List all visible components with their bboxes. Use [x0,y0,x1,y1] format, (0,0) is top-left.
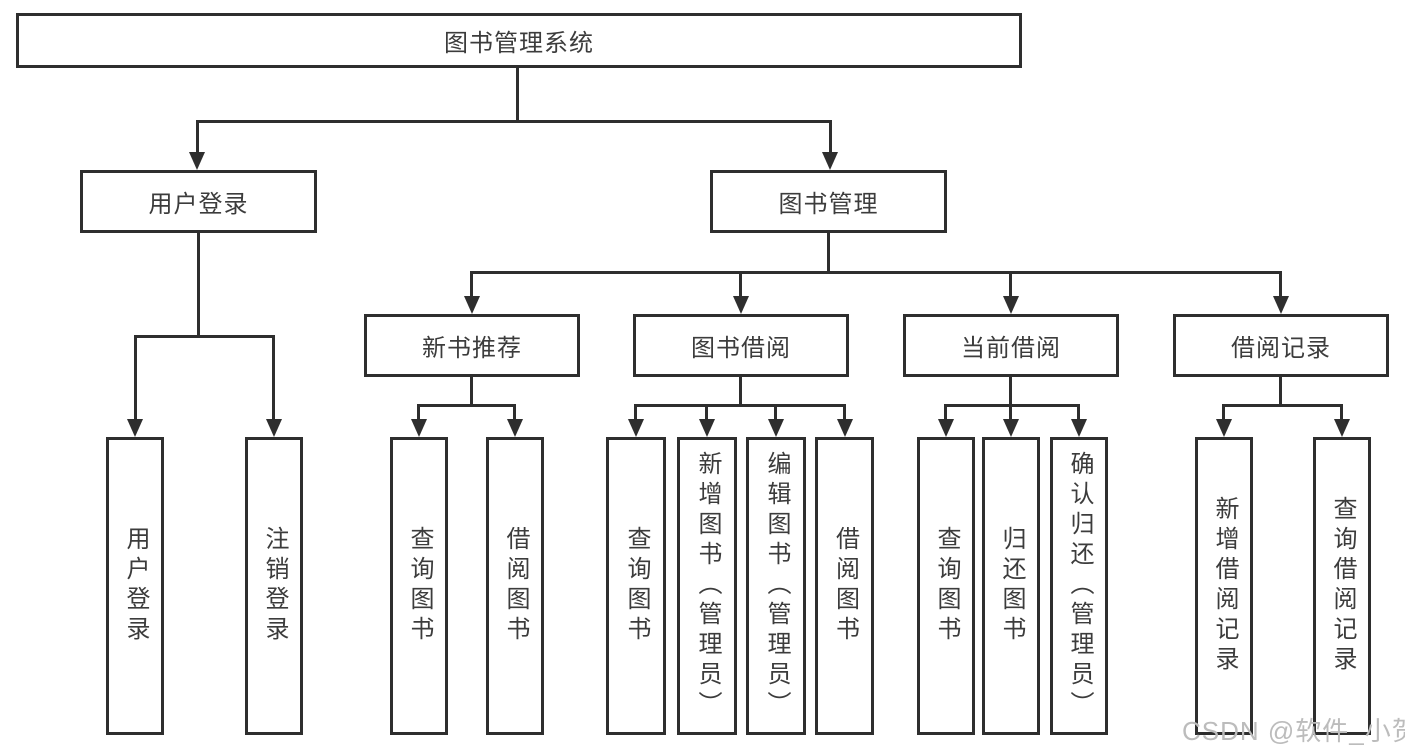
node-label: 新书推荐 [422,335,522,362]
arrowhead [507,419,523,437]
connector-recommend-crossbar [417,404,515,407]
leaf-borrow-books-borrow: 借阅图书 [815,437,874,735]
leaf-confirm-return-admin: 确认归还（管理员） [1050,437,1108,735]
connector-drop-recommend [470,271,473,299]
connector-login-crossbar [134,335,275,338]
node-label: 图书管理 [778,191,879,218]
leaf-query-books-recommend: 查询图书 [390,437,448,735]
connector-drop [634,404,637,421]
arrowhead [628,419,644,437]
connector-current-crossbar [945,404,1080,407]
connector-root-crossbar [196,120,832,123]
connector-drop [417,404,420,421]
connector-drop-borrow [739,271,742,299]
connector-drop-records [1279,271,1282,299]
connector-drop [944,404,947,421]
leaf-query-books-current: 查询图书 [917,437,975,735]
connector-records-crossbar [1222,404,1342,407]
arrowhead-book-mgmt [822,152,838,170]
connector-mgmt-crossbar [470,271,1282,274]
connector-drop [1077,404,1080,421]
connector-mgmt-stem [827,233,830,273]
node-book-management-branch: 图书管理 [710,170,947,233]
connector-records-stem [1279,377,1282,406]
arrowhead-leaf-login [127,419,143,437]
connector-drop-book-mgmt [829,120,832,154]
connector-drop [1009,404,1012,421]
arrowhead-borrow [733,296,749,314]
leaf-label: 编辑图书（管理员） [763,451,790,721]
arrowhead-user-login [189,152,205,170]
leaf-label: 注销登录 [261,526,288,646]
leaf-label: 查询借阅记录 [1329,496,1356,676]
node-new-book-recommendation: 新书推荐 [364,314,580,377]
node-label: 用户登录 [148,191,249,218]
connector-borrow-stem [739,377,742,406]
connector-borrow-crossbar [635,404,845,407]
node-library-management-system: 图书管理系统 [16,13,1022,68]
node-borrowing-records: 借阅记录 [1173,314,1389,377]
connector-drop [774,404,777,421]
arrowhead-current [1003,296,1019,314]
arrowhead [411,419,427,437]
leaf-user-login: 用户登录 [106,437,164,735]
connector-recommend-stem [470,377,473,406]
arrowhead [837,419,853,437]
arrowhead [938,419,954,437]
node-label: 当前借阅 [961,335,1061,362]
leaf-add-book-admin: 新增图书（管理员） [677,437,737,735]
node-current-borrowing: 当前借阅 [903,314,1119,377]
leaf-label: 确认归还（管理员） [1066,451,1093,721]
arrowhead-recommend [464,296,480,314]
leaf-label: 用户登录 [122,526,149,646]
leaf-label: 归还图书 [998,526,1025,646]
arrowhead [1071,419,1087,437]
connector-current-stem [1009,377,1012,406]
arrowhead [1216,419,1232,437]
node-user-login-branch: 用户登录 [80,170,317,233]
connector-login-stem [197,233,200,337]
connector-drop [705,404,708,421]
connector-drop [1222,404,1225,421]
leaf-label: 借阅图书 [502,526,529,646]
leaf-borrow-books-recommend: 借阅图书 [486,437,544,735]
connector-root-stem [516,68,519,120]
arrowhead-records [1273,296,1289,314]
csdn-watermark: CSDN @软件_小贺同学 [1182,716,1405,746]
arrowhead [699,419,715,437]
leaf-label: 借阅图书 [831,526,859,646]
connector-drop [1340,404,1343,421]
leaf-label: 新增图书（管理员） [694,451,721,721]
leaf-label: 查询图书 [406,526,433,646]
arrowhead [768,419,784,437]
connector-drop-leaf-logout [272,335,275,421]
leaf-label: 查询图书 [933,526,960,646]
leaf-query-borrow-record: 查询借阅记录 [1313,437,1371,735]
leaf-return-book: 归还图书 [982,437,1040,735]
node-book-borrowing: 图书借阅 [633,314,849,377]
arrowhead [1003,419,1019,437]
connector-drop [513,404,516,421]
node-label: 借阅记录 [1231,335,1331,362]
connector-drop-leaf-login [134,335,137,421]
connector-drop-current [1009,271,1012,299]
connector-drop [843,404,846,421]
arrowhead [1334,419,1350,437]
node-label: 图书管理系统 [444,30,594,57]
leaf-query-books-borrow: 查询图书 [606,437,666,735]
leaf-label: 新增借阅记录 [1211,496,1238,676]
leaf-add-borrow-record: 新增借阅记录 [1195,437,1253,735]
connector-drop-user-login [196,120,199,154]
arrowhead-leaf-logout [266,419,282,437]
leaf-edit-book-admin: 编辑图书（管理员） [746,437,806,735]
node-label: 图书借阅 [691,335,791,362]
leaf-label: 查询图书 [623,526,650,646]
leaf-logout: 注销登录 [245,437,303,735]
